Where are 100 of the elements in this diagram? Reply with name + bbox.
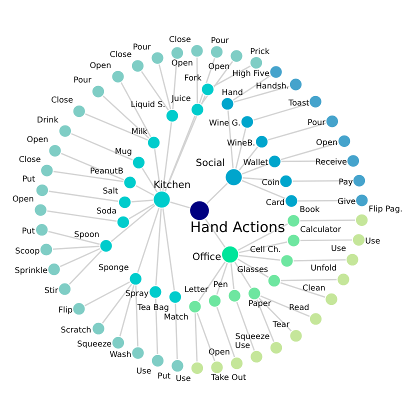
connector (206, 182, 228, 204)
node-circle (355, 213, 369, 227)
connector (242, 180, 286, 200)
connector (281, 160, 347, 162)
connector (253, 102, 310, 121)
node-circle (190, 361, 204, 375)
connector (110, 204, 156, 242)
node-circle (151, 354, 164, 368)
node-label: Clean (302, 283, 326, 292)
node-circle (92, 84, 105, 98)
node-label: Open (12, 194, 34, 204)
node-label: Close (51, 95, 74, 104)
node-label: Paper (248, 299, 272, 308)
node-label: Social (196, 158, 226, 169)
node-label: High Five (232, 68, 270, 78)
node-circle (279, 174, 293, 188)
connector (300, 220, 356, 222)
connector (242, 177, 280, 182)
node-label: Tear (272, 320, 290, 330)
node-circle (336, 272, 350, 286)
node-label: Open (208, 62, 230, 71)
node-label: Juice (172, 94, 191, 103)
node-circle (220, 97, 234, 111)
node-label: Unfold (310, 264, 337, 273)
connector (164, 115, 196, 192)
node-label: Give (338, 197, 356, 206)
connector (216, 306, 236, 358)
node-label: Put (22, 226, 35, 236)
node-label: Sponge (98, 263, 129, 272)
node-circle (132, 156, 146, 170)
connector (154, 148, 162, 192)
node-label: Fork (184, 74, 202, 83)
connector (234, 262, 252, 288)
connector (136, 208, 160, 274)
node-label: Milk (131, 126, 148, 136)
connector (46, 210, 117, 222)
connector (280, 282, 326, 298)
node-label: PeanutB (90, 166, 124, 176)
node-circle (286, 234, 300, 248)
node-label: Close (168, 35, 191, 44)
node-circle (352, 174, 366, 188)
node-label: Toast (288, 98, 310, 108)
connector (162, 122, 172, 192)
connector (233, 86, 290, 103)
connector (142, 168, 158, 192)
connector (60, 152, 124, 181)
node-circle (230, 49, 244, 63)
node-label: Scoop (15, 246, 40, 256)
node-label: Open (316, 138, 338, 147)
node-label: Put (22, 174, 36, 184)
node-circle (35, 184, 49, 198)
node-circle (352, 233, 366, 247)
connector (155, 208, 162, 286)
node-circle (200, 82, 214, 96)
node-circle (170, 359, 184, 373)
connector (172, 59, 178, 110)
node-circle (284, 194, 298, 208)
node-circle (250, 56, 263, 70)
node-label: Take Out (211, 373, 246, 382)
node-label: Stir (44, 286, 58, 295)
node-label: Tea Bag (137, 302, 170, 312)
connector (256, 299, 275, 342)
node-circle (35, 223, 49, 237)
node-label: Kitchen (154, 180, 191, 192)
node-circle (280, 254, 294, 268)
node-label: Scratch (60, 325, 92, 334)
node-circle (99, 239, 113, 253)
node-circle (148, 285, 162, 299)
connector (204, 218, 226, 248)
node-circle (308, 94, 322, 108)
node-label: Pay (338, 177, 353, 186)
node-circle (34, 203, 48, 217)
node-circle (111, 336, 125, 350)
node-circle (128, 272, 142, 286)
connector (238, 223, 288, 251)
node-circle (111, 70, 125, 84)
node-circle (189, 200, 210, 221)
connector (196, 312, 216, 362)
node-circle (208, 294, 222, 308)
connector (293, 259, 346, 262)
node-circle (250, 350, 264, 364)
node-circle (72, 104, 86, 118)
connector (158, 64, 172, 110)
node-circle (289, 329, 303, 343)
node-circle (338, 134, 352, 148)
connector (200, 60, 234, 105)
node-label: Read (289, 303, 310, 312)
node-label: Pen (213, 280, 228, 289)
node-label: Receive (315, 158, 348, 167)
connector (53, 170, 124, 182)
connector (238, 241, 288, 254)
node-circle (188, 300, 202, 314)
node-label: Mug (114, 146, 132, 156)
connector (136, 185, 154, 196)
node-circle (58, 282, 72, 296)
node-circle (210, 360, 224, 374)
connector (128, 203, 155, 220)
connector (84, 113, 148, 141)
node-circle (58, 124, 72, 138)
node-label: Use (176, 374, 191, 383)
